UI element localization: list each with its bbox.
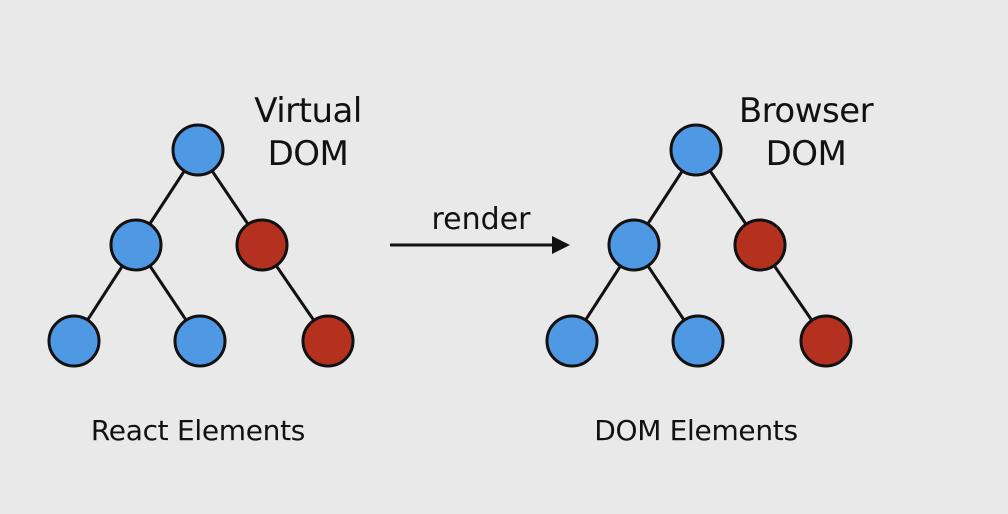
left-node-leaf3 — [301, 314, 355, 368]
right-tree-title-line2: DOM — [766, 134, 847, 174]
right-node-leaf2 — [671, 314, 725, 368]
left-tree-title-line1: Virtual — [254, 91, 362, 131]
left-node-leaf1 — [47, 314, 101, 368]
left-node-child2 — [235, 218, 289, 272]
right-node-child2 — [733, 218, 787, 272]
left-tree: Virtual DOM React Elements — [47, 91, 362, 447]
left-node-child1 — [109, 218, 163, 272]
left-node-leaf2 — [173, 314, 227, 368]
render-arrow-label: render — [432, 202, 532, 237]
right-node-child1 — [607, 218, 661, 272]
right-node-root — [669, 123, 723, 177]
right-node-leaf3 — [799, 314, 853, 368]
render-arrow: render — [390, 202, 570, 254]
left-node-root — [171, 123, 225, 177]
left-tree-title-line2: DOM — [268, 134, 349, 174]
right-tree: Browser DOM DOM Elements — [545, 91, 874, 447]
right-tree-title-line1: Browser — [739, 91, 874, 131]
render-arrow-head — [552, 236, 570, 254]
right-tree-caption: DOM Elements — [594, 414, 798, 447]
left-tree-caption: React Elements — [91, 414, 305, 447]
right-node-leaf1 — [545, 314, 599, 368]
